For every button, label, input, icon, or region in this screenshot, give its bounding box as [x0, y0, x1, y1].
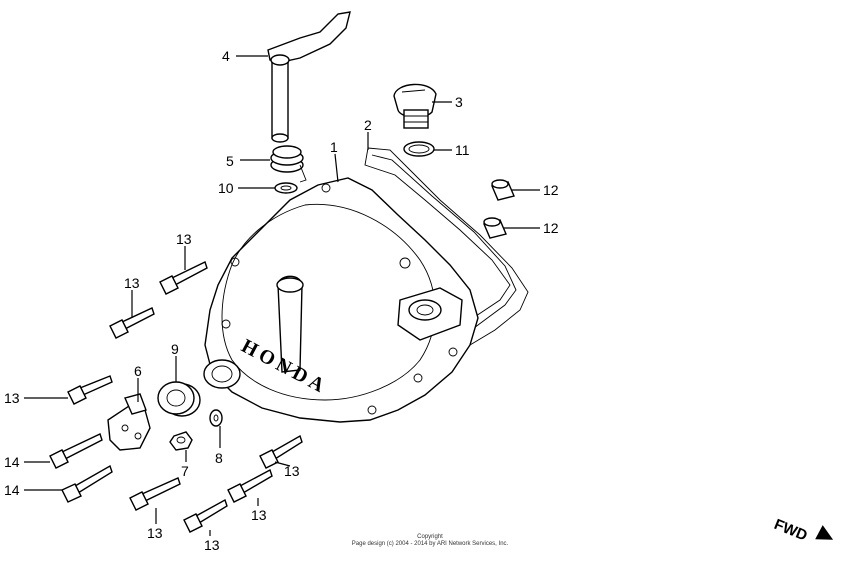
washer-part — [209, 409, 223, 427]
dowel-pin-part — [483, 217, 507, 239]
callout-14a: 14 — [4, 454, 20, 470]
callout-13g: 13 — [204, 537, 220, 553]
callout-13f: 13 — [147, 525, 163, 541]
crankcase-cover-part: HONDA — [203, 177, 479, 423]
bolt-part — [109, 307, 155, 339]
callout-14b: 14 — [4, 482, 20, 498]
callout-12a: 12 — [543, 182, 559, 198]
callout-labels: 1 2 3 4 5 6 7 8 9 10 11 12 12 13 13 13 1… — [4, 48, 559, 553]
callout-13d: 13 — [284, 463, 300, 479]
callout-13b: 13 — [124, 275, 140, 291]
bolt-part — [49, 433, 103, 469]
copyright-line-2: Page design (c) 2004 - 2014 by ARI Netwo… — [351, 541, 509, 547]
callout-10: 10 — [218, 180, 234, 196]
bolt-part — [183, 498, 228, 533]
callout-8: 8 — [215, 450, 223, 466]
oil-seal-part — [157, 381, 201, 417]
callout-1: 1 — [330, 139, 338, 155]
copyright-notice: Copyright Page design (c) 2004 - 2014 by… — [300, 534, 560, 548]
callout-7: 7 — [181, 463, 189, 479]
shaft-arm-part — [267, 11, 351, 143]
callout-13a: 13 — [176, 231, 192, 247]
bolt-part — [259, 434, 303, 469]
callout-3: 3 — [455, 94, 463, 110]
washer-part — [274, 182, 298, 194]
callout-2: 2 — [364, 117, 372, 133]
callout-9: 9 — [171, 341, 179, 357]
leader-lines — [24, 55, 540, 536]
callout-12b: 12 — [543, 220, 559, 236]
bolt-part — [129, 477, 181, 511]
nut-part — [169, 431, 193, 451]
callout-5: 5 — [226, 153, 234, 169]
bolt-part — [227, 468, 273, 503]
bolt-part — [67, 375, 113, 405]
dowel-pin-part — [491, 179, 515, 201]
oil-cap-part — [393, 83, 437, 129]
bolt-part — [61, 464, 113, 503]
spring-part — [270, 145, 307, 183]
bracket-part — [107, 393, 151, 451]
o-ring-part — [403, 141, 435, 157]
callout-6: 6 — [134, 363, 142, 379]
callout-13e: 13 — [251, 507, 267, 523]
callout-13c: 13 — [4, 390, 20, 406]
callout-11: 11 — [455, 142, 470, 158]
callout-4: 4 — [222, 48, 230, 64]
bolt-part — [159, 261, 208, 295]
copyright-line-1: Copyright — [417, 534, 443, 540]
